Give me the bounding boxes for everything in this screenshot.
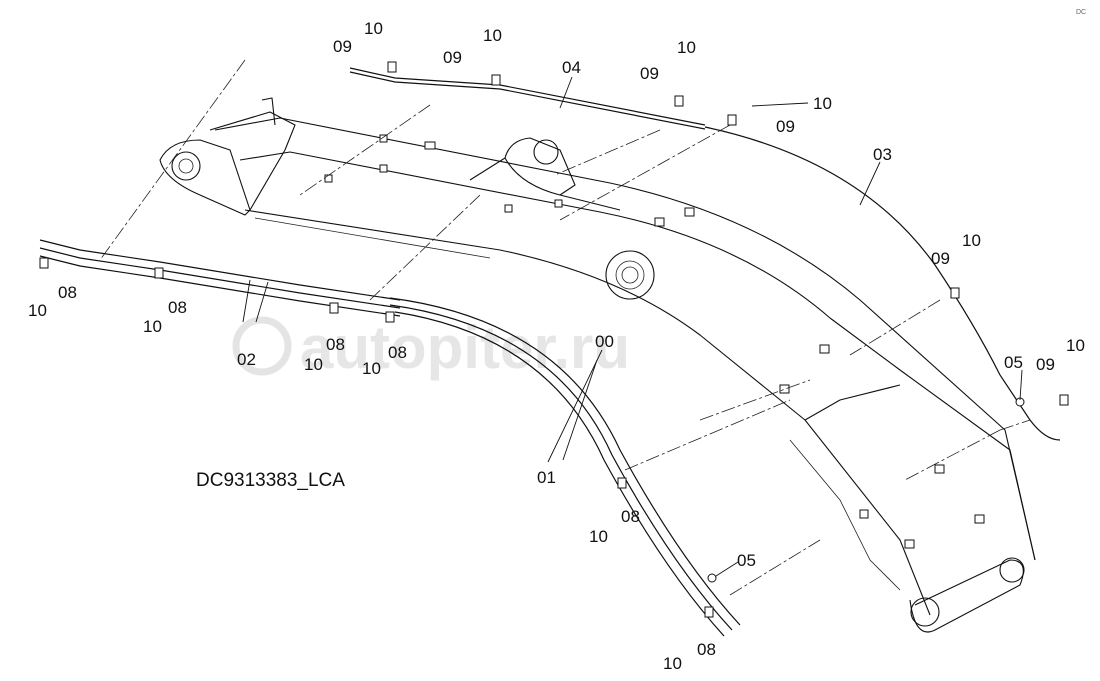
hoses-02	[39, 239, 401, 317]
watermark: autopiter.ru	[232, 314, 630, 381]
callout-08: 08	[168, 298, 187, 317]
callout-01: 01	[537, 468, 556, 487]
callout-10: 10	[143, 317, 162, 336]
callout-08: 08	[326, 335, 345, 354]
callout-00: 00	[595, 332, 614, 351]
callout-08: 08	[388, 343, 407, 362]
leaders	[242, 76, 1023, 577]
boom-body	[159, 97, 1036, 633]
hoses-01	[389, 297, 741, 637]
corner-mark: DC	[1076, 9, 1086, 16]
callout-02: 02	[237, 350, 256, 369]
callout-10: 10	[28, 301, 47, 320]
callout-05-lower: 05	[737, 551, 756, 570]
callout-10: 10	[483, 26, 502, 45]
callout-10: 10	[677, 38, 696, 57]
callout-08: 08	[621, 507, 640, 526]
callout-09: 09	[931, 249, 950, 268]
callout-08: 08	[58, 283, 77, 302]
callout-10: 10	[362, 359, 381, 378]
diagram-code: DC9313383_LCA	[196, 470, 345, 491]
callout-09: 09	[640, 64, 659, 83]
watermark-text: autopiter.ru	[300, 314, 630, 381]
callout-09: 09	[776, 117, 795, 136]
callout-04: 04	[562, 58, 581, 77]
callout-10: 10	[589, 527, 608, 546]
callout-labels: 00 01 02 03 04 05 05 08 08 08 08 08 08 0…	[28, 19, 1085, 673]
callout-10: 10	[663, 654, 682, 673]
callout-09: 09	[333, 37, 352, 56]
hose-04	[349, 67, 706, 130]
hose-03	[704, 126, 1061, 441]
callout-09: 09	[1036, 355, 1055, 374]
callout-10: 10	[304, 355, 323, 374]
callout-10: 10	[364, 19, 383, 38]
hose-clamps	[39, 61, 1069, 618]
center-lines	[99, 59, 1031, 596]
callout-08: 08	[697, 640, 716, 659]
callout-03: 03	[873, 145, 892, 164]
callout-10: 10	[962, 231, 981, 250]
callout-09: 09	[443, 48, 462, 67]
callout-10: 10	[1066, 336, 1085, 355]
callout-05-upper: 05	[1004, 353, 1023, 372]
callout-10: 10	[813, 94, 832, 113]
